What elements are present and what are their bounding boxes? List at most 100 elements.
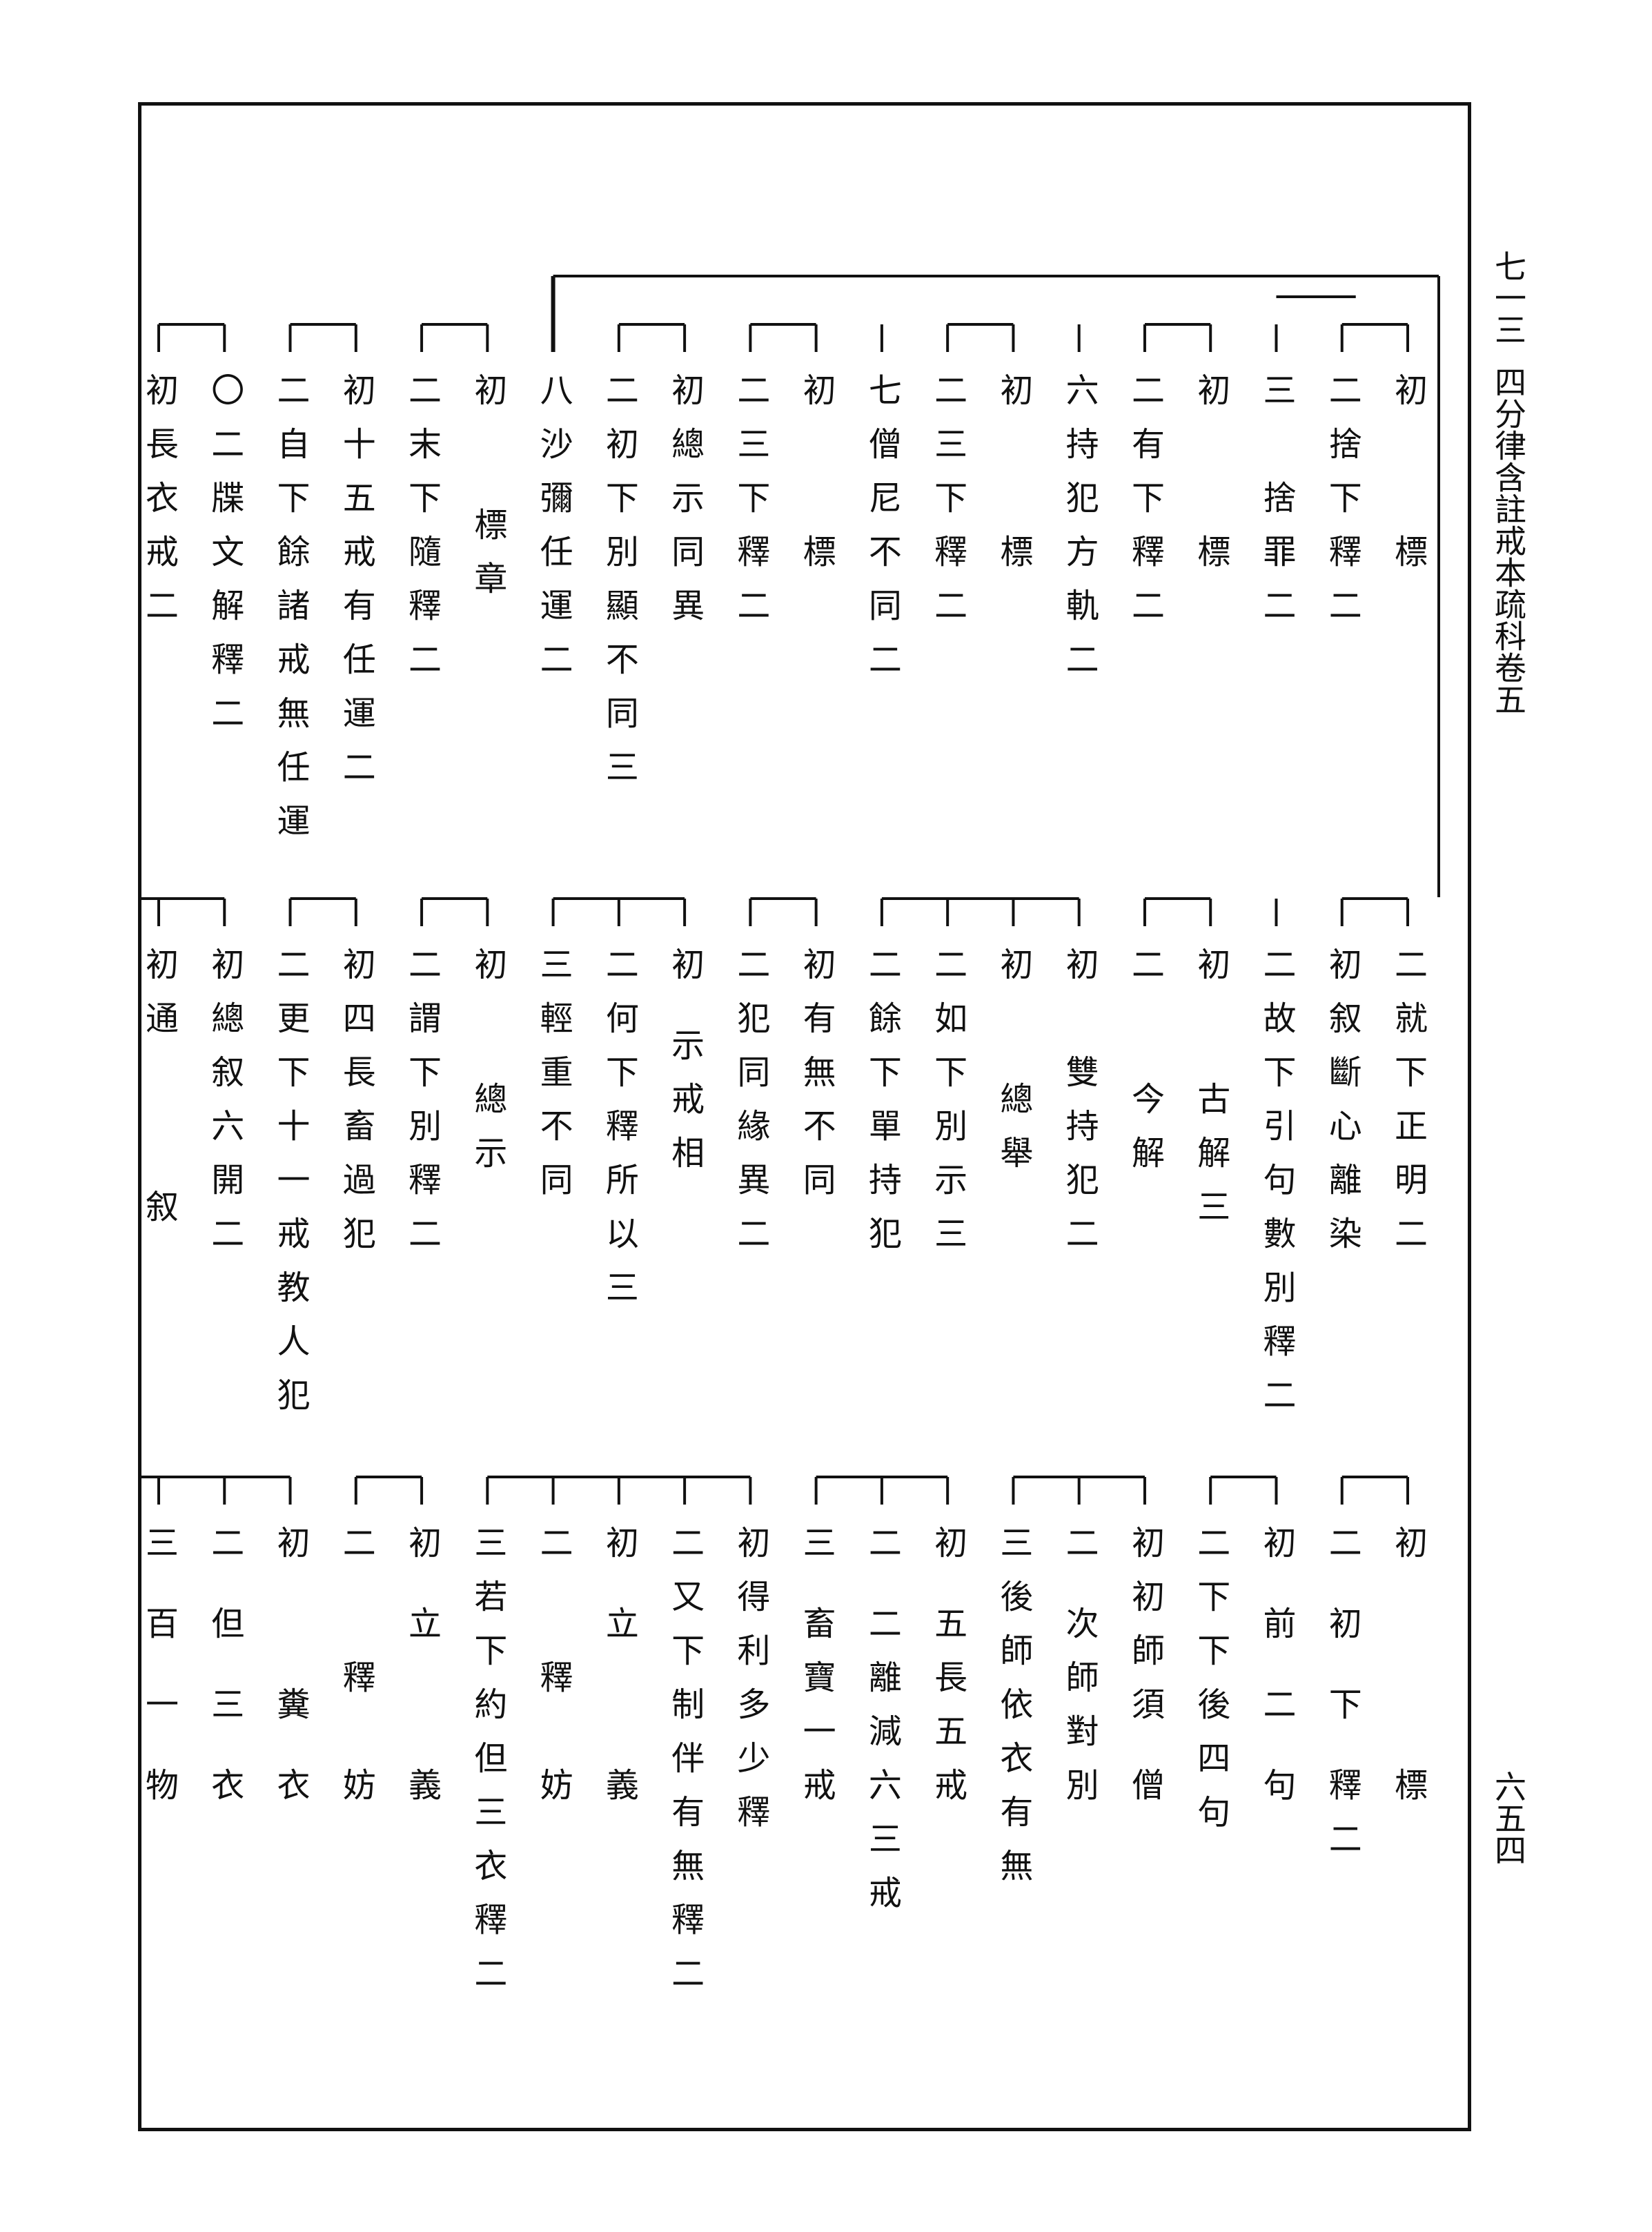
outline-glyph: 若 (468, 1579, 507, 1612)
outline-glyph: 下 (1322, 1687, 1361, 1720)
outline-glyph: 釋 (731, 1794, 770, 1828)
outline-glyph: 解 (1191, 1135, 1230, 1168)
outline-glyph: 犯 (1059, 1162, 1099, 1195)
outline-glyph: 無 (796, 1055, 836, 1088)
outline-glyph: 須 (1125, 1687, 1164, 1720)
outline-glyph: 所 (599, 1162, 638, 1195)
outline-glyph: 初 (994, 947, 1033, 980)
outline-glyph: 下 (1125, 480, 1164, 513)
outline-glyph: 別 (1059, 1768, 1099, 1801)
outline-glyph: 二 (665, 1525, 705, 1558)
outline-glyph: 下 (402, 480, 442, 513)
outline-glyph: 二 (1322, 588, 1361, 621)
outline-glyph: 戒 (271, 642, 310, 675)
outline-glyph: 故 (1257, 1001, 1296, 1034)
outline-glyph: 二 (928, 373, 967, 406)
outline-glyph: 總 (468, 1081, 507, 1115)
outline-glyph: 以 (599, 1216, 638, 1249)
outline-glyph: 明 (1388, 1162, 1427, 1195)
outline-glyph: 二 (1125, 947, 1164, 980)
outline-glyph: 同 (862, 588, 901, 621)
outline-glyph: 三 (599, 1270, 638, 1303)
outline-glyph: 解 (205, 588, 244, 621)
outline-glyph: 下 (1191, 1579, 1230, 1612)
outline-glyph: 五 (928, 1606, 967, 1639)
outline-glyph: 總 (994, 1081, 1033, 1115)
outline-glyph: 下 (928, 1055, 967, 1088)
outline-glyph: 二 (402, 642, 442, 675)
outline-glyph: 四 (1191, 1741, 1230, 1774)
outline-glyph: 無 (665, 1848, 705, 1881)
outline-glyph: 同 (599, 696, 638, 729)
outline-glyph: 前 (1257, 1606, 1296, 1639)
outline-glyph: 戒 (139, 534, 178, 567)
outline-glyph: 二 (1322, 1821, 1361, 1854)
outline-glyph: 開 (205, 1162, 244, 1195)
outline-glyph: 二 (928, 588, 967, 621)
outline-glyph: 二 (599, 373, 638, 406)
outline-glyph: 三 (468, 1525, 507, 1558)
outline-glyph: 三 (1257, 373, 1296, 406)
outline-glyph: 七 (862, 373, 901, 406)
outline-glyph: 異 (665, 588, 705, 621)
outline-glyph: 有 (994, 1794, 1033, 1828)
outline-glyph: 長 (928, 1660, 967, 1693)
outline-glyph: 何 (599, 1001, 638, 1034)
outline-glyph: 二 (599, 947, 638, 980)
outline-glyph: 二 (1388, 1216, 1427, 1249)
outline-glyph: 同 (665, 534, 705, 567)
outline-glyph: 罪 (1257, 534, 1296, 567)
outline-glyph: 戒 (796, 1768, 836, 1801)
outline-glyph: 十 (271, 1108, 310, 1142)
outline-glyph: 八 (533, 373, 573, 406)
outline-glyph: 顯 (599, 588, 638, 621)
outline-glyph: 初 (1125, 1525, 1164, 1558)
outline-glyph: 五 (928, 1714, 967, 1747)
outline-glyph: 句 (1257, 1162, 1296, 1195)
outline-glyph: 舉 (994, 1135, 1033, 1168)
outline-glyph: 文 (205, 534, 244, 567)
outline-glyph: 二 (468, 1956, 507, 1989)
outline-glyph: 引 (1257, 1108, 1296, 1142)
outline-glyph: 二 (533, 1525, 573, 1558)
outline-glyph: 下 (599, 1055, 638, 1088)
outline-glyph: 六 (205, 1108, 244, 1142)
outline-glyph: 畜 (796, 1606, 836, 1639)
outline-glyph: 二 (1125, 588, 1164, 621)
outline-glyph: 單 (862, 1108, 901, 1142)
outline-glyph: 初 (928, 1525, 967, 1558)
outline-glyph: 二 (1257, 1378, 1296, 1411)
outline-glyph: 雙 (1059, 1055, 1099, 1088)
outline-glyph: 衣 (468, 1848, 507, 1881)
outline-glyph: 釋 (1125, 534, 1164, 567)
outline-glyph: 二 (862, 642, 901, 675)
outline-glyph: 初 (731, 1525, 770, 1558)
outline-glyph: 妨 (336, 1768, 375, 1801)
outline-glyph: 對 (1059, 1714, 1099, 1747)
outline-glyph: 同 (731, 1055, 770, 1088)
outline-glyph: 釋 (731, 534, 770, 567)
outline-glyph: 初 (336, 947, 375, 980)
outline-glyph: 初 (1388, 1525, 1427, 1558)
outline-glyph: 初 (336, 373, 375, 406)
outline-glyph: 下 (468, 1633, 507, 1666)
outline-glyph: 釋 (468, 1902, 507, 1935)
outline-glyph: 任 (533, 534, 573, 567)
outline-glyph: 僧 (862, 427, 901, 460)
outline-glyph: 二 (731, 947, 770, 980)
outline-glyph: 僧 (1125, 1768, 1164, 1801)
outline-glyph: 古 (1191, 1081, 1230, 1115)
outline-glyph: 三 (731, 427, 770, 460)
outline-glyph: 彌 (533, 480, 573, 513)
outline-glyph: 三 (928, 427, 967, 460)
outline-glyph: 下 (862, 1055, 901, 1088)
outline-glyph: 二 (1059, 1525, 1099, 1558)
outline-glyph: 二 (205, 696, 244, 729)
outline-glyph: 依 (994, 1687, 1033, 1720)
outline-glyph: 有 (665, 1794, 705, 1828)
outline-glyph: 任 (271, 750, 310, 783)
outline-glyph: 下 (1388, 1055, 1427, 1088)
outline-glyph: 後 (994, 1579, 1033, 1612)
outline-glyph: 二 (1257, 588, 1296, 621)
outline-glyph: 下 (928, 480, 967, 513)
